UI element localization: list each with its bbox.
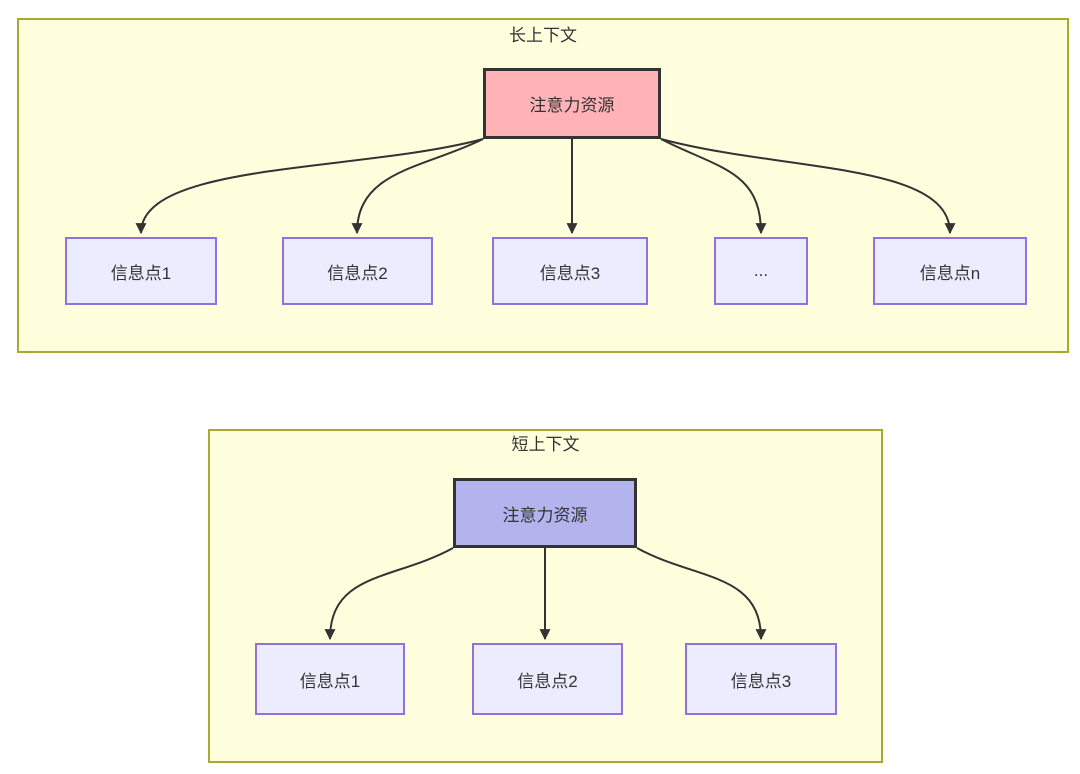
long-context-title: 长上下文 — [509, 26, 577, 45]
attention-box-long: 注意力资源 — [483, 68, 661, 139]
long-info-node-ellipsis: ... — [714, 237, 808, 305]
short-info-node-2: 信息点2 — [472, 643, 623, 715]
short-info-node-1: 信息点1 — [255, 643, 405, 715]
long-info-node-n: 信息点n — [873, 237, 1027, 305]
long-info-node-1: 信息点1 — [65, 237, 217, 305]
attention-box-short: 注意力资源 — [453, 478, 637, 548]
short-context-title: 短上下文 — [511, 435, 580, 454]
long-info-node-3: 信息点3 — [492, 237, 648, 305]
short-info-node-3: 信息点3 — [685, 643, 837, 715]
long-info-node-2: 信息点2 — [282, 237, 433, 305]
